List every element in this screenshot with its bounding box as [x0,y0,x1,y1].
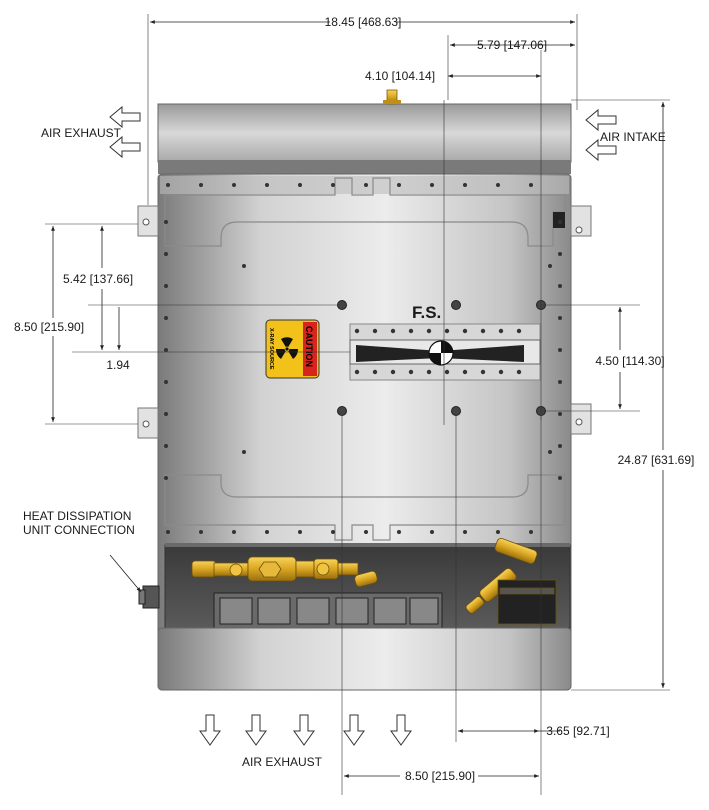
dim-intake-offset: 5.79 [147.06] [477,38,547,52]
caution-text: CAUTION [304,326,314,367]
callout-labels: AIR EXHAUST AIR INTAKE AIR EXHAUST HEAT … [23,126,666,769]
dim-bottom-offset: 3.65 [92.71] [546,724,609,738]
dim-bottom-span: 8.50 [215.90] [405,769,475,783]
air-intake-arrows [585,108,617,162]
dimension-lines [45,14,670,795]
dim-source-offset: 1.94 [106,358,130,372]
heat-dissipation-connector [138,585,160,609]
coolant-fittings-left [191,556,378,588]
heat-dissipation-label-line2: UNIT CONNECTION [23,523,135,537]
focal-spot-symbol [428,340,454,366]
air-exhaust-top-label: AIR EXHAUST [41,126,122,140]
coolant-fittings-right [465,537,557,625]
top-cap [157,103,572,163]
air-exhaust-arrows-top [109,105,141,159]
dim-overall-height: 24.87 [631.69] [618,453,695,467]
screw-holes [164,183,562,534]
dimension-labels: 18.45 [468.63] 5.79 [147.06] 4.10 [104.1… [14,15,694,783]
focal-spot-label: F.S. [412,303,441,322]
enclosure: CAUTION X-RAY SOURCE [137,89,592,691]
dim-fs-offset: 4.10 [104.14] [365,69,435,83]
fan-units [213,592,443,630]
air-exhaust-bottom-label: AIR EXHAUST [242,755,323,769]
dim-overall-width: 18.45 [468.63] [325,15,402,29]
heat-dissipation-label-line1: HEAT DISSIPATION [23,509,131,523]
dim-right-holes: 4.50 [114.30] [595,354,664,368]
caution-label: CAUTION X-RAY SOURCE [265,319,320,379]
dim-mount-spacing: 8.50 [215.90] [14,320,84,334]
dim-upper-holes: 5.42 [137.66] [63,272,133,286]
air-exhaust-arrows-bottom [199,714,412,746]
mount-bracket-bottom-right [570,403,592,435]
xray-source-text: X-RAY SOURCE [268,328,274,370]
air-intake-label: AIR INTAKE [600,130,666,144]
